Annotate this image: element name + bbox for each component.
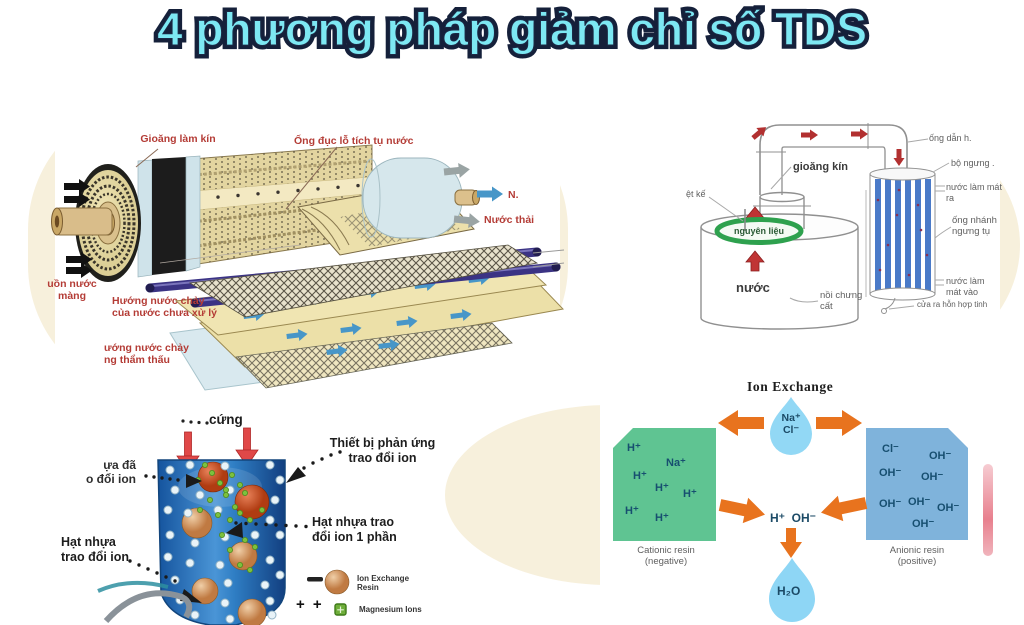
page-title-text: 4 phương pháp giảm chỉ số TDS	[156, 3, 868, 56]
resin-legend-plus: + +	[296, 596, 324, 613]
anion-label: OH⁻	[879, 467, 902, 479]
distill-label-outlet: cửa ra hỗn hợp tinh	[917, 300, 988, 309]
ionx-middle-label: H⁺ OH⁻	[770, 511, 817, 525]
resin-label-reactor: Thiết bị phản ứng trao đổi ion	[329, 436, 436, 465]
membrane-outlet-end	[361, 157, 480, 239]
distill-label-pot: nồi chưng cất	[820, 290, 863, 313]
ion-labels-layer: H⁺ Na⁺ H⁺ H⁺ H⁺ H⁺ H⁺	[600, 375, 1010, 625]
ionx-drop-top-label: Na⁺ Cl⁻	[781, 412, 801, 437]
anion-label: OH⁻	[908, 496, 931, 508]
distill-label-branch: ống nhánh ngưng tụ	[952, 215, 997, 238]
anion-label: Cl⁻	[882, 443, 899, 455]
leader-lines	[708, 138, 952, 310]
distill-label-thermometer: ệt kế	[686, 189, 706, 199]
seal-bands	[137, 155, 201, 278]
resin-label-fresh: Hạt nhựa trao đổi ion	[61, 535, 130, 564]
distill-label-material: nguyên liệu	[733, 226, 784, 236]
orange-arrow-icons	[718, 410, 868, 558]
watermark-logo	[97, 580, 193, 624]
ion-exchange-illustration	[613, 397, 968, 622]
water-drop-icon	[769, 558, 815, 622]
steam-arrow-icons	[751, 127, 905, 166]
anion-label: OH⁻	[929, 450, 952, 462]
ionx-cation-caption: Cationic resin (negative)	[637, 545, 695, 568]
distill-label-water: nước	[736, 280, 770, 295]
resin-label-exhausted: ựa đã o đổi ion	[86, 458, 136, 487]
water-ion-dots	[163, 460, 285, 624]
resin-legend-mg-label: Magnesium Ions	[359, 605, 422, 614]
distill-label-gasket: gioăng kín	[793, 161, 848, 173]
outlet-arrow-icons	[443, 162, 503, 229]
distillation-illustration	[700, 123, 952, 330]
ro-label-gasket: Gioăng làm kín	[140, 133, 216, 145]
anion-label: OH⁻	[921, 471, 944, 483]
distill-label-cooling-in: nước làm mát vào	[946, 276, 985, 297]
ro-label-source: uồn nước màng	[47, 278, 97, 303]
ro-label-out-waste: Nước thải	[484, 214, 535, 226]
ionx-anion-caption: Anionic resin (positive)	[889, 545, 945, 568]
anion-label: OH⁻	[912, 518, 935, 530]
cation-label: H⁺	[633, 470, 647, 482]
inlet-arrow-icons	[64, 179, 92, 278]
anion-box	[866, 428, 968, 540]
distill-label-condenser: bộ ngưng .	[951, 158, 995, 168]
dotted-leader	[181, 419, 209, 425]
cation-label: Na⁺	[666, 457, 686, 469]
distill-label-cooling-out: nước làm mát ra	[946, 182, 1002, 203]
anion-label: OH⁻	[879, 498, 902, 510]
leader-line	[135, 148, 159, 168]
page-title: 4 phương pháp giảm chỉ số TDS 4 phương p…	[0, 0, 1024, 64]
ion-labels-layer: Cl⁻OH⁻OH⁻OH⁻OH⁻OH⁻OH⁻OH⁻	[600, 375, 1010, 625]
resin-label-hard-water: cứng	[209, 412, 243, 427]
resin-label-partial: Hạt nhựa trao đổi ion 1 phần	[312, 515, 397, 544]
mesh-net-sheet	[188, 244, 539, 318]
condenser	[865, 167, 936, 314]
ro-membrane-illustration	[51, 144, 565, 391]
pink-edge-fragment	[983, 464, 993, 556]
ro-label-tube: Ống đục lỗ tích tụ nước	[294, 135, 414, 147]
ro-label-flow-raw: Hướng nước chảy của nước chưa xử lý	[112, 295, 217, 320]
page-title-outline: 4 phương pháp giảm chỉ số TDS	[153, 0, 871, 59]
cation-label: H⁺	[683, 488, 697, 500]
leader-line	[159, 244, 301, 264]
ion-exchange-title: Ion Exchange	[747, 379, 834, 394]
material-oval	[714, 217, 804, 245]
resin-legend-resin-label: Ion Exchange Resin	[357, 574, 410, 593]
water-drop-icon	[770, 397, 812, 455]
ionx-drop-bottom-label: H₂O	[777, 584, 801, 598]
cation-box	[613, 428, 716, 541]
steam-pipe	[756, 123, 908, 195]
ro-label-out-top: N.	[508, 189, 519, 201]
cation-label: H⁺	[655, 512, 669, 524]
membrane-end-cap	[51, 164, 141, 282]
legend-marks	[307, 569, 350, 616]
leader-line	[285, 146, 338, 210]
distill-label-steam-pipe: ống dẫn h.	[929, 133, 972, 143]
cation-label: H⁺	[655, 482, 669, 494]
resin-tank-illustration	[97, 419, 350, 625]
anion-label: OH⁻	[937, 502, 960, 514]
ro-label-flow-osmosis: ướng nước chảy ng thẩm thấu	[104, 342, 189, 367]
cation-label: H⁺	[625, 505, 639, 517]
cation-label: H⁺	[627, 442, 641, 454]
